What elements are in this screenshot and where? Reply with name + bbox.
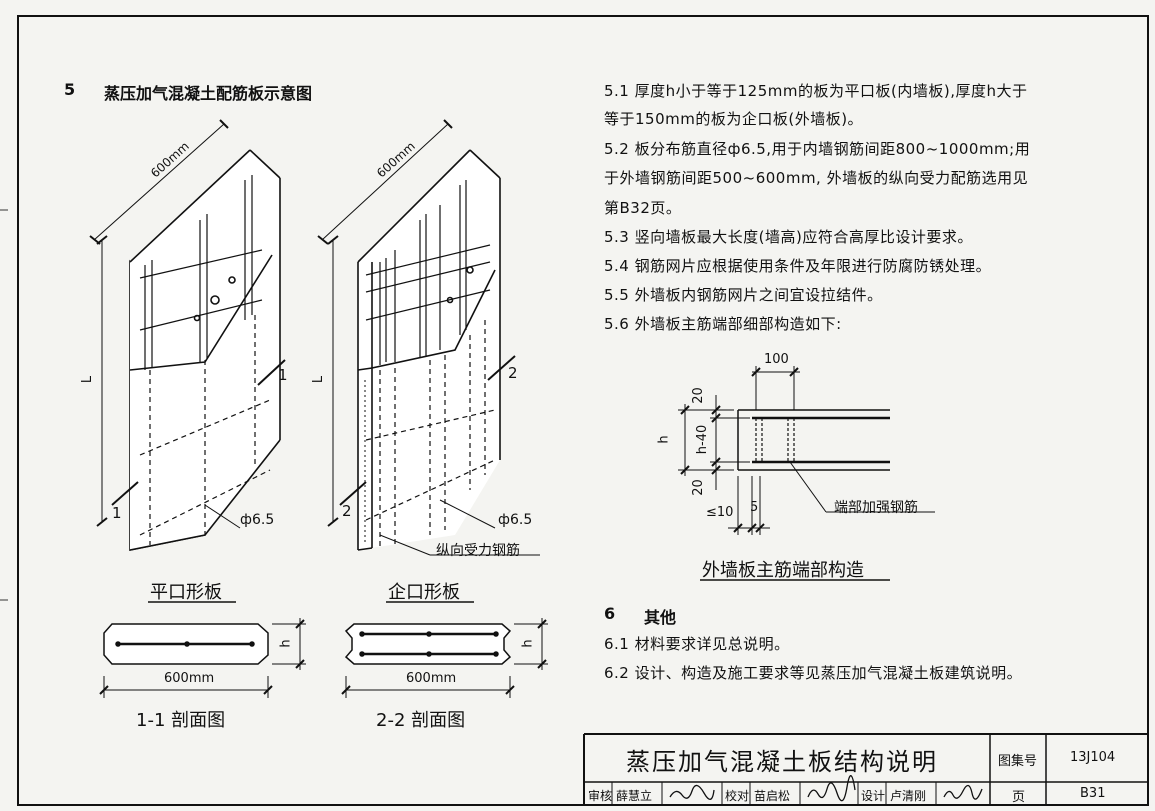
longitudinal-rebar-label: 纵向受力钢筋 <box>436 543 520 559</box>
section-2-2-h: h <box>520 639 536 648</box>
section-mark-1-top: 1 <box>278 366 288 384</box>
groove-panel-length-dim: L <box>311 375 327 384</box>
note-line: 于外墙钢筋间距500~600mm, 外墙板的纵向受力配筋选用见 <box>604 169 1029 187</box>
note-line: 5.4 钢筋网片应根据使用条件及年限进行防腐防锈处理。 <box>604 257 992 275</box>
review-label: 审核 <box>588 789 613 803</box>
atlas-value: 13J104 <box>1070 750 1116 765</box>
design-name: 卢清刚 <box>890 789 927 803</box>
detail-dim-100: 100 <box>764 352 789 367</box>
section5-number: 5 <box>64 80 76 99</box>
detail-dim-10: ≤10 <box>706 505 734 520</box>
flat-panel-drawing <box>89 119 286 551</box>
section-2-2-drawing <box>341 618 548 698</box>
atlas-label: 图集号 <box>998 754 1038 769</box>
check-name: 苗启松 <box>754 789 791 803</box>
signatures <box>669 775 983 802</box>
end-rebar-label: 端部加强钢筋 <box>834 500 918 516</box>
flat-rebar-label: ф6.5 <box>240 512 275 528</box>
section-1-1-drawing <box>99 618 306 698</box>
note-line: 5.5 外墙板内钢筋网片之间宜设拉结件。 <box>604 286 883 304</box>
note-line: 5.3 竖向墙板最大长度(墙高)应符合高厚比设计要求。 <box>604 228 973 246</box>
section6-title: 其他 <box>644 608 677 627</box>
note-line: 5.6 外墙板主筋端部细部构造如下: <box>604 315 842 333</box>
note-line: 5.1 厚度h小于等于125mm的板为平口板(内墙板),厚度h大于 <box>604 82 1028 100</box>
groove-panel-caption: 企口形板 <box>388 582 460 603</box>
section-mark-2-top: 2 <box>508 364 518 382</box>
flat-panel-caption: 平口形板 <box>150 582 222 603</box>
page-value: B31 <box>1080 786 1106 801</box>
section-1-1-h: h <box>278 639 294 648</box>
section-1-1-caption: 1-1 剖面图 <box>136 710 226 731</box>
note-line: 等于150mm的板为企口板(外墙板)。 <box>604 110 864 128</box>
check-label: 校对 <box>725 789 750 803</box>
section-2-2-caption: 2-2 剖面图 <box>376 710 466 731</box>
section5-title: 蒸压加气混凝土配筋板示意图 <box>104 84 313 103</box>
title-block-title: 蒸压加气混凝土板结构说明 <box>626 748 938 776</box>
section6-number: 6 <box>604 604 616 623</box>
note-line: 6.1 材料要求详见总说明。 <box>604 635 790 653</box>
tongue-groove-panel-drawing <box>317 119 540 556</box>
page-label: 页 <box>1012 790 1026 805</box>
review-name: 薛慧立 <box>616 789 653 803</box>
title-block-grid <box>583 733 1148 805</box>
detail-dim-h-40: h-40 <box>695 424 711 455</box>
section-2-2-width: 600mm <box>406 671 457 686</box>
detail-dim-h: h <box>656 435 672 444</box>
review-signature <box>669 784 715 800</box>
check-signature <box>807 775 856 802</box>
detail-dim-20-top: 20 <box>690 387 706 404</box>
section-mark-2-bottom: 2 <box>342 502 352 520</box>
detail-dim-20-bottom: 20 <box>690 479 706 496</box>
detail-caption: 外墙板主筋端部构造 <box>702 560 864 581</box>
end-detail-drawing <box>678 366 935 535</box>
detail-dim-5: 5 <box>750 500 759 515</box>
design-label: 设计 <box>861 789 886 803</box>
design-signature <box>943 784 983 800</box>
note-line: 6.2 设计、构造及施工要求等见蒸压加气混凝土板建筑说明。 <box>604 664 1023 682</box>
section-1-1-width: 600mm <box>164 671 215 686</box>
groove-rebar-label: ф6.5 <box>498 512 533 528</box>
note-line: 第B32页。 <box>604 199 682 217</box>
section-mark-1-bottom: 1 <box>112 504 122 522</box>
flat-panel-length-dim: L <box>80 375 96 384</box>
note-line: 5.2 板分布筋直径ф6.5,用于内墙钢筋间距800~1000mm;用 <box>604 140 1031 158</box>
